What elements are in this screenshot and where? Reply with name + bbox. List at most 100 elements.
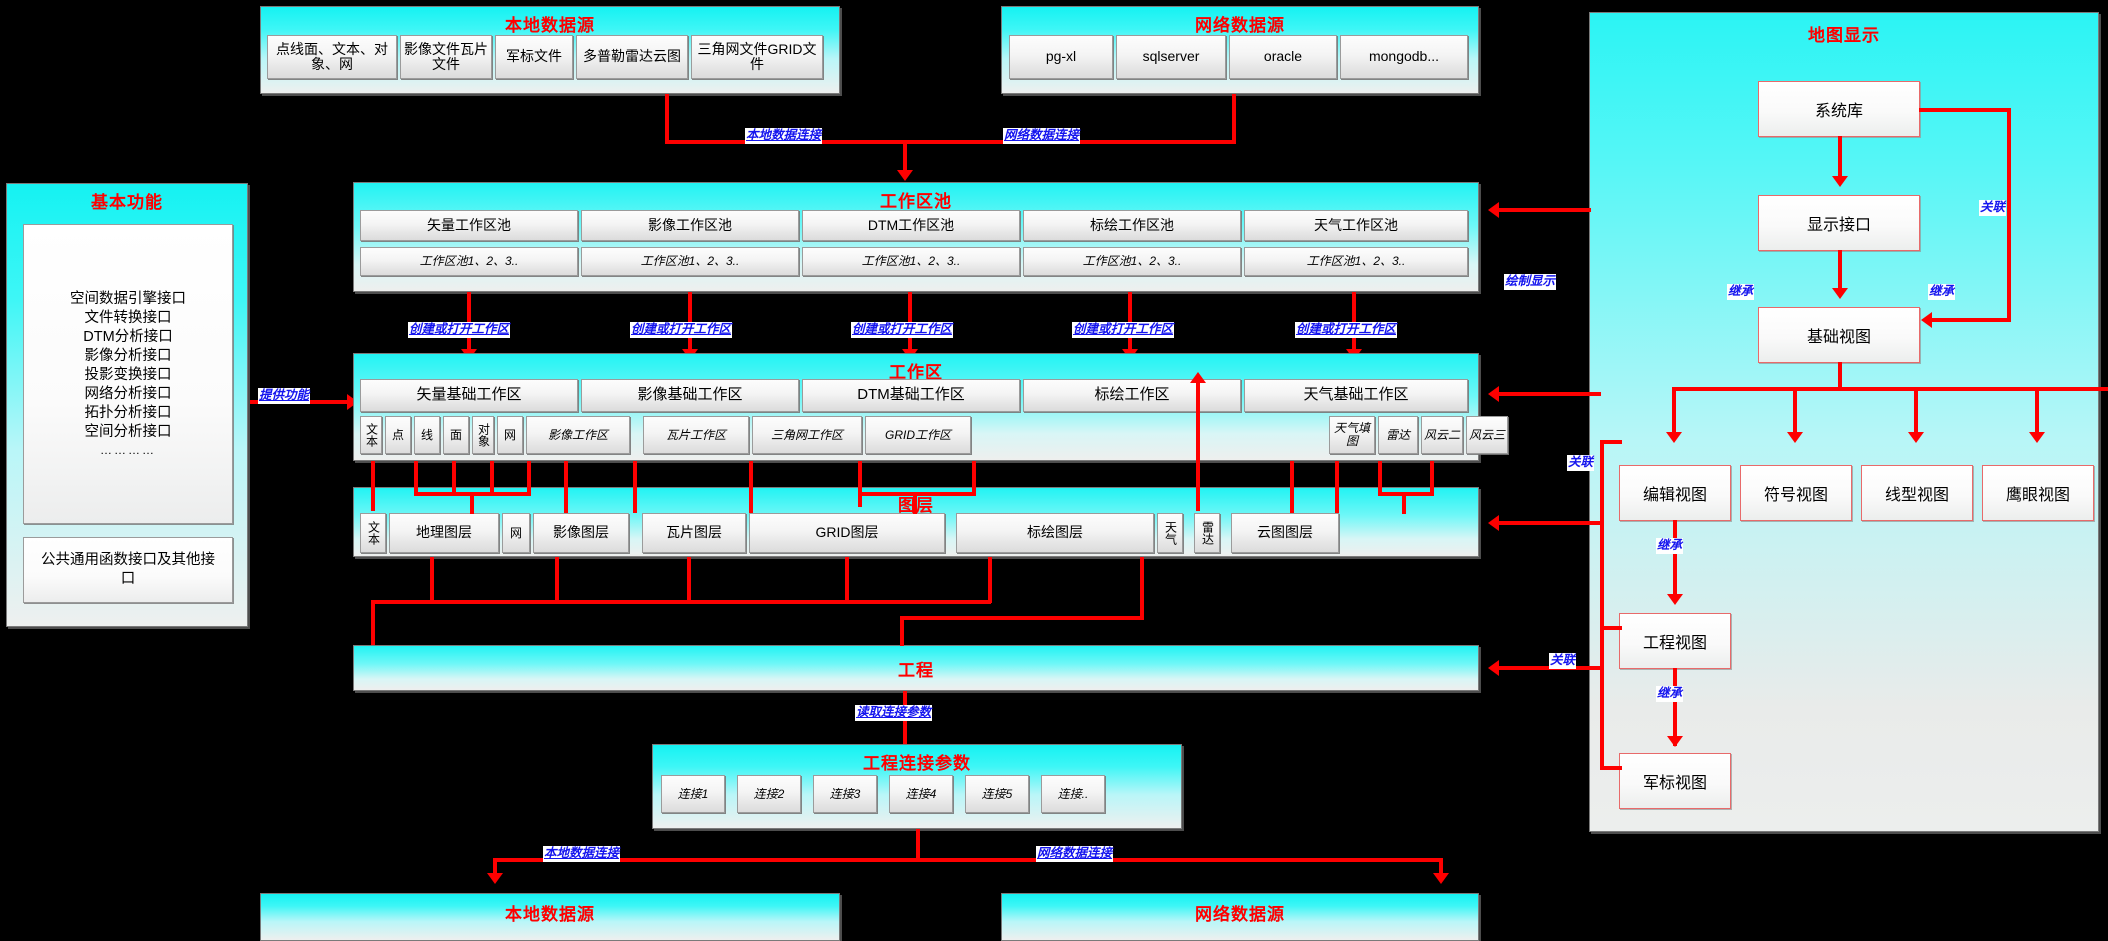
workspace-pool-item[interactable]: 影像工作区池	[581, 210, 799, 241]
workspace-pool-sub-item[interactable]: 工作区池1、2、3..	[360, 247, 578, 276]
panel-title: 地图显示	[1808, 26, 1880, 45]
connection-item[interactable]: 连接5	[965, 775, 1029, 813]
local-source-item[interactable]: 多普勒雷达云图	[576, 35, 688, 79]
workspace-sub-item[interactable]: 影像工作区	[526, 416, 630, 454]
interfaces-card: 空间数据引擎接口 文件转换接口 DTM分析接口 影像分析接口 投影变换接口 网络…	[23, 224, 233, 524]
connector-ws-layer	[858, 461, 862, 507]
network-source-item[interactable]: oracle	[1229, 35, 1337, 79]
edge-label-inherit-right: 继承	[1928, 284, 1956, 300]
local-source-item[interactable]: 点线面、文本、对象、网	[267, 35, 397, 79]
arrow-assoc-project	[1488, 660, 1499, 676]
connector-ws-layer	[527, 461, 531, 495]
layer-item[interactable]: 云图图层	[1231, 513, 1339, 553]
workspace-sub-item[interactable]: 点	[385, 416, 411, 454]
connector-assoc-edit	[1600, 440, 1622, 444]
connection-item[interactable]: 连接4	[889, 775, 953, 813]
basic-functions-panel: 基本功能 空间数据引擎接口 文件转换接口 DTM分析接口 影像分析接口 投影变换…	[6, 183, 248, 627]
workspace-sub-item[interactable]: 风云二	[1421, 416, 1463, 454]
layer-item[interactable]: 标绘图层	[956, 513, 1154, 553]
panel-title: 工程连接参数	[863, 754, 971, 773]
linetype-view-box[interactable]: 线型视图	[1861, 465, 1973, 521]
workspace-pool-sub-item[interactable]: 工作区池1、2、3..	[1023, 247, 1241, 276]
workspace-sub-item[interactable]: GRID工作区	[865, 416, 971, 454]
project-view-box[interactable]: 工程视图	[1619, 613, 1731, 669]
edge-label-inherit-left: 继承	[1727, 284, 1755, 300]
layer-item[interactable]: GRID图层	[749, 513, 945, 553]
eagleeye-view-box[interactable]: 鹰眼视图	[1982, 465, 2094, 521]
layer-item[interactable]: 网	[502, 513, 530, 553]
connector-edit-project	[1673, 520, 1677, 602]
connector-lib-disp	[1838, 136, 1842, 182]
workspace-sub-item[interactable]: 文本	[360, 416, 382, 454]
workspace-sub-item[interactable]: 网	[497, 416, 523, 454]
interface-item-ellipsis: …………	[100, 442, 156, 457]
connector-ws-layer	[490, 461, 494, 495]
workspace-pool-sub-item[interactable]: 工作区池1、2、3..	[581, 247, 799, 276]
connection-item[interactable]: 连接3	[813, 775, 877, 813]
local-source-items: 点线面、文本、对象、网 影像文件瓦片文件 军标文件 多普勒雷达云图 三角网文件G…	[267, 35, 823, 79]
connector-layer-project-h	[371, 600, 991, 604]
connector-assoc-v	[2007, 108, 2011, 318]
workspace-pool-item[interactable]: 矢量工作区池	[360, 210, 578, 241]
local-source-item[interactable]: 影像文件瓦片文件	[400, 35, 492, 79]
workspace-sub-item[interactable]: 三角网工作区	[752, 416, 862, 454]
project-params-row: 连接1 连接2 连接3 连接4 连接5 连接..	[661, 775, 1105, 813]
connector-ws-layer	[371, 461, 375, 511]
arrow-view-1	[1666, 432, 1682, 443]
layer-item[interactable]: 地理图层	[389, 513, 499, 553]
workspace-sub-item[interactable]: 风云三	[1466, 416, 1508, 454]
map-display-panel: 地图显示 系统库 显示接口 基础视图 编辑视图 符号视图 线型视图 鹰眼视图 工…	[1589, 12, 2099, 832]
workspace-base-item[interactable]: 矢量基础工作区	[360, 379, 578, 412]
workspace-pool-item[interactable]: DTM工作区池	[802, 210, 1020, 241]
layer-item[interactable]: 雷达	[1194, 513, 1220, 553]
interface-item: DTM分析接口	[83, 328, 173, 345]
connector-views-bus	[1672, 387, 2108, 391]
layer-item[interactable]: 天气	[1157, 513, 1183, 553]
workspace-base-item[interactable]: DTM基础工作区	[802, 379, 1020, 412]
military-view-box[interactable]: 军标视图	[1619, 753, 1731, 809]
connector-assoc-mv	[1600, 766, 1622, 770]
edit-view-box[interactable]: 编辑视图	[1619, 465, 1731, 521]
arrow-assoc-base	[1921, 312, 1932, 328]
local-source-item[interactable]: 军标文件	[495, 35, 573, 79]
workspace-sub-item[interactable]: 面	[443, 416, 469, 454]
connector-assoc-h	[1919, 108, 2011, 112]
local-source-item[interactable]: 三角网文件GRID文件	[691, 35, 823, 79]
workspace-base-item[interactable]: 影像基础工作区	[581, 379, 799, 412]
layer-item[interactable]: 瓦片图层	[642, 513, 746, 553]
interface-item: 空间分析接口	[84, 424, 172, 441]
workspace-sub-item[interactable]: 线	[414, 416, 440, 454]
layer-item[interactable]: 影像图层	[533, 513, 629, 553]
base-view-box[interactable]: 基础视图	[1758, 307, 1920, 363]
workspace-pool-item[interactable]: 标绘工作区池	[1023, 210, 1241, 241]
panel-title: 本地数据源	[505, 905, 595, 924]
edge-label-create-ws: 创建或打开工作区	[1295, 322, 1398, 338]
display-interface-box[interactable]: 显示接口	[1758, 195, 1920, 251]
workspace-pool-sub-item[interactable]: 工作区池1、2、3..	[1244, 247, 1468, 276]
workspace-base-item[interactable]: 标绘工作区	[1023, 379, 1241, 412]
workspace-pool-item[interactable]: 天气工作区池	[1244, 210, 1468, 241]
interface-item: 拓扑分析接口	[84, 405, 172, 422]
connector-ws-layer	[749, 461, 753, 513]
layer-item[interactable]: 文本	[360, 513, 386, 553]
network-source-item[interactable]: mongodb...	[1340, 35, 1468, 79]
connection-item[interactable]: 连接2	[737, 775, 801, 813]
arrow-edit-project	[1667, 594, 1683, 605]
connection-item[interactable]: 连接..	[1041, 775, 1105, 813]
connector-view-v2	[1793, 387, 1797, 439]
symbol-view-box[interactable]: 符号视图	[1740, 465, 1852, 521]
workspace-sub-item[interactable]: 对象	[472, 416, 494, 454]
network-source-item[interactable]: pg-xl	[1009, 35, 1113, 79]
workspace-pool-sub-item[interactable]: 工作区池1、2、3..	[802, 247, 1020, 276]
connection-item[interactable]: 连接1	[661, 775, 725, 813]
system-lib-box[interactable]: 系统库	[1758, 81, 1920, 137]
network-source-item[interactable]: sqlserver	[1116, 35, 1226, 79]
connector-layer-stem3	[1402, 492, 1406, 514]
workspace-sub-item[interactable]: 瓦片工作区	[643, 416, 749, 454]
workspace-pool-sub-row: 工作区池1、2、3.. 工作区池1、2、3.. 工作区池1、2、3.. 工作区池…	[360, 247, 1468, 276]
workspace-base-item[interactable]: 天气基础工作区	[1244, 379, 1468, 412]
workspace-sub-item[interactable]: 雷达	[1378, 416, 1418, 454]
edge-label-read-params: 读取连接参数	[855, 705, 933, 721]
workspace-sub-item[interactable]: 天气填图	[1329, 416, 1375, 454]
connector-view-v3	[1914, 387, 1918, 439]
